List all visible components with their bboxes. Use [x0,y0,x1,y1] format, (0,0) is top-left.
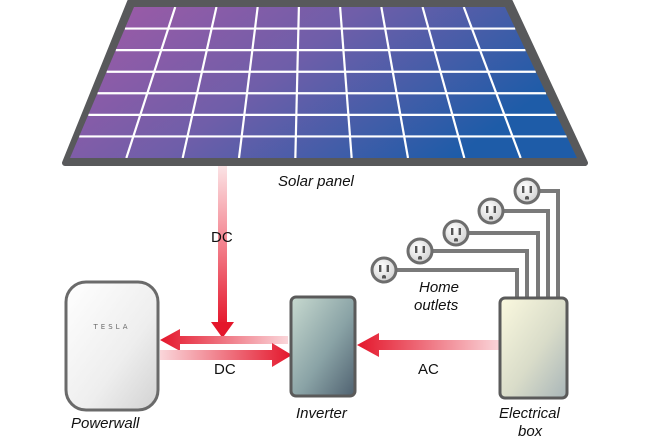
dc-flow-label-horizontal: DC [214,361,236,378]
outlet-icon [477,197,505,225]
ac-arrow-box-to-inverter [357,333,500,357]
outlet-icon [370,256,398,284]
ac-flow-label: AC [418,361,439,378]
home-outlets-label-line1: Home [419,279,460,296]
dc-arrow-panel-to-inverter [211,166,234,338]
inverter-unit [289,295,357,398]
dc-arrow-to-powerwall [160,329,288,351]
dc-flow-label-vertical: DC [211,229,233,246]
dc-arrow-to-inverter [160,343,292,367]
powerwall-unit: TESLA [64,280,160,412]
solar-panel [62,0,588,166]
inverter-label: Inverter [296,405,347,422]
electrical-box-label-line1: Electrical [499,405,560,422]
solar-panel-label: Solar panel [278,173,354,190]
home-outlets-label-line2: outlets [414,297,459,314]
outlet-icon [513,177,541,205]
electrical-box-label-line2: box [518,423,543,440]
electrical-box-unit [498,296,569,400]
solar-cell-grid [79,7,567,158]
powerwall-label: Powerwall [71,415,140,432]
outlet-icon [442,219,470,247]
outlet-wires [394,189,560,300]
tesla-logo: TESLA [93,323,131,331]
outlet-icon [406,237,434,265]
home-outlets [370,177,541,284]
